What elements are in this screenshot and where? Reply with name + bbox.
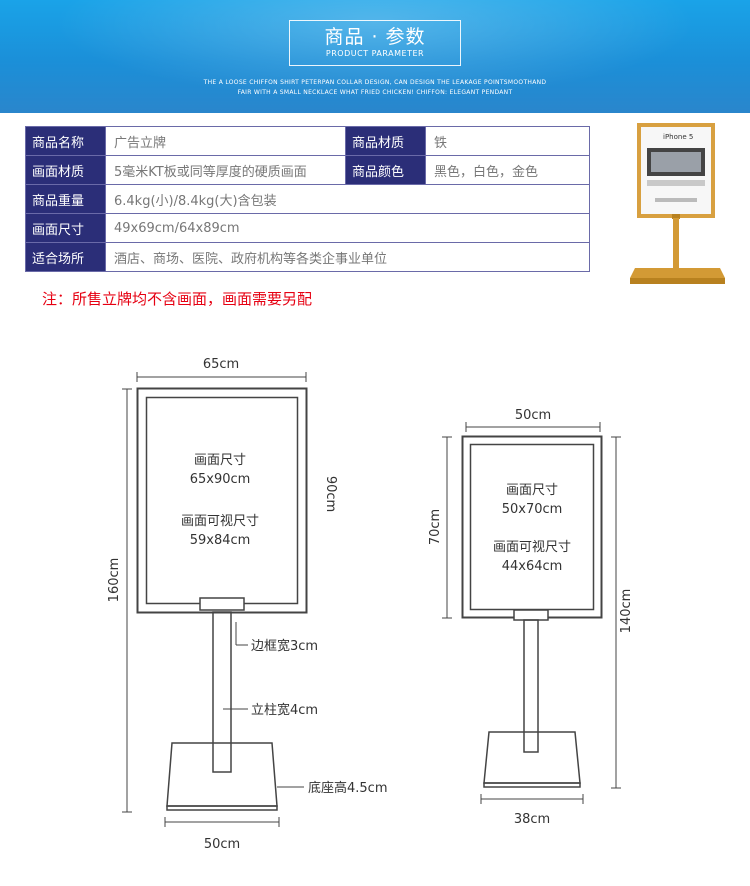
small-height-label: 140cm bbox=[619, 589, 634, 634]
large-size-title: 画面尺寸 bbox=[194, 453, 246, 468]
large-visible-title: 画面可视尺寸 bbox=[181, 514, 259, 529]
banner-title: 商品 · 参数 bbox=[324, 26, 426, 48]
large-size-value: 65x90cm bbox=[190, 472, 251, 487]
banner-glow bbox=[0, 0, 750, 113]
weight-label: 商品重量 bbox=[25, 184, 106, 214]
small-width-label: 50cm bbox=[515, 408, 551, 423]
thumb-poster-text bbox=[655, 198, 697, 202]
large-frame-inner bbox=[145, 396, 299, 605]
large-pole bbox=[212, 611, 232, 773]
thumb-poster-title: iPhone 5 bbox=[663, 133, 693, 141]
thumb-pole bbox=[673, 218, 679, 268]
header-banner: 商品 · 参数 PRODUCT PARAMETER THE A LOOSE CH… bbox=[0, 0, 750, 113]
thumb-base-top bbox=[630, 268, 725, 278]
place-value: 酒店、商场、医院、政府机构等各类企事业单位 bbox=[105, 242, 590, 272]
small-visible-title: 画面可视尺寸 bbox=[493, 540, 571, 555]
thumb-base bbox=[630, 278, 725, 284]
small-base-width-label: 38cm bbox=[514, 812, 550, 827]
large-base-width-label: 50cm bbox=[204, 837, 240, 852]
table-row: 商品名称 广告立牌 商品材质 铁 bbox=[25, 126, 590, 156]
size-value: 49x69cm/64x89cm bbox=[105, 213, 590, 243]
small-frame-inner bbox=[469, 443, 595, 611]
weight-value: 6.4kg(小)/8.4kg(大)含包装 bbox=[105, 184, 590, 214]
banner-subtitle: PRODUCT PARAMETER bbox=[325, 49, 425, 58]
color-label: 商品颜色 bbox=[345, 155, 426, 185]
thumb-phone-screen bbox=[651, 152, 701, 172]
small-visible-value: 44x64cm bbox=[502, 559, 563, 574]
material-label: 商品材质 bbox=[345, 126, 426, 156]
table-row: 适合场所 酒店、商场、医院、政府机构等各类企事业单位 bbox=[25, 242, 590, 272]
material-value: 铁 bbox=[425, 126, 590, 156]
small-size-title: 画面尺寸 bbox=[506, 483, 558, 498]
table-row: 画面材质 5毫米KT板或同等厚度的硬质画面 商品颜色 黑色，白色，金色 bbox=[25, 155, 590, 185]
thumb-clip bbox=[672, 214, 680, 219]
large-base bbox=[166, 742, 278, 807]
thumb-poster-band bbox=[647, 180, 705, 186]
large-border-label: 边框宽3cm bbox=[251, 638, 318, 654]
large-base-label: 底座高4.5cm bbox=[308, 780, 388, 796]
table-row: 商品重量 6.4kg(小)/8.4kg(大)含包装 bbox=[25, 184, 590, 214]
product-thumbnail: iPhone 5 bbox=[630, 123, 725, 284]
banner-desc-line1: THE A LOOSE CHIFFON SHIRT PETERPAN COLLA… bbox=[203, 79, 547, 86]
size-label: 画面尺寸 bbox=[25, 213, 106, 243]
note-text: 注：所售立牌均不含画面，画面需要另配 bbox=[42, 290, 313, 308]
banner-title-box: 商品 · 参数 PRODUCT PARAMETER bbox=[289, 20, 461, 66]
canvas-material-label: 画面材质 bbox=[25, 155, 106, 185]
canvas-material-value: 5毫米KT板或同等厚度的硬质画面 bbox=[105, 155, 346, 185]
table-row: 画面尺寸 49x69cm/64x89cm bbox=[25, 213, 590, 243]
dimension-diagram: 65cm 160cm 90cm 画面尺寸 65x90cm 画面可视尺寸 59x8… bbox=[107, 357, 634, 852]
large-width-label: 65cm bbox=[203, 357, 239, 372]
large-base-plate bbox=[166, 805, 278, 811]
small-frame-outer bbox=[461, 435, 603, 619]
large-frame-height-label: 90cm bbox=[323, 476, 338, 512]
small-base bbox=[483, 731, 581, 784]
name-value: 广告立牌 bbox=[105, 126, 346, 156]
place-label: 适合场所 bbox=[25, 242, 106, 272]
small-size-value: 50x70cm bbox=[502, 502, 563, 517]
large-visible-value: 59x84cm bbox=[190, 533, 251, 548]
color-value: 黑色，白色，金色 bbox=[425, 155, 590, 185]
large-height-label: 160cm bbox=[107, 558, 122, 603]
banner-desc-line2: FAIR WITH A SMALL NECKLACE WHAT FRIED CH… bbox=[237, 89, 513, 96]
small-base-plate bbox=[483, 782, 581, 788]
small-frame-height-label: 70cm bbox=[428, 509, 443, 545]
large-frame-outer bbox=[136, 387, 308, 614]
name-label: 商品名称 bbox=[25, 126, 106, 156]
small-clip bbox=[513, 609, 549, 621]
small-pole bbox=[523, 619, 539, 753]
spec-table: 商品名称 广告立牌 商品材质 铁 画面材质 5毫米KT板或同等厚度的硬质画面 商… bbox=[25, 126, 590, 272]
large-pole-label: 立柱宽4cm bbox=[251, 702, 318, 718]
large-clip bbox=[199, 597, 245, 611]
